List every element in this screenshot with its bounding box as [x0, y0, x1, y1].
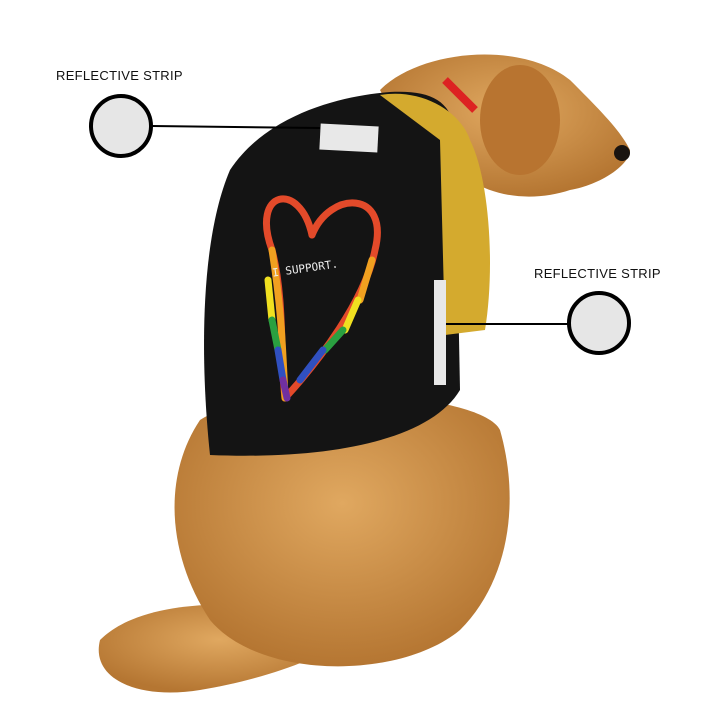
shirt-body — [204, 91, 460, 456]
rainbow-heart — [263, 195, 381, 402]
callout-line-1 — [151, 125, 321, 129]
dog-nose — [614, 145, 630, 161]
callout-label-1: REFLECTIVE STRIP — [56, 68, 183, 83]
callout-label-2: REFLECTIVE STRIP — [534, 266, 661, 281]
dog-body — [174, 394, 510, 667]
dog-ear — [480, 65, 560, 175]
reflective-strip-side — [434, 280, 446, 385]
callout-circle-2 — [567, 291, 631, 355]
collar — [442, 77, 478, 113]
callout-circle-1 — [89, 94, 153, 158]
reflective-strip-back — [319, 123, 379, 153]
shirt-sleeve — [380, 93, 490, 336]
